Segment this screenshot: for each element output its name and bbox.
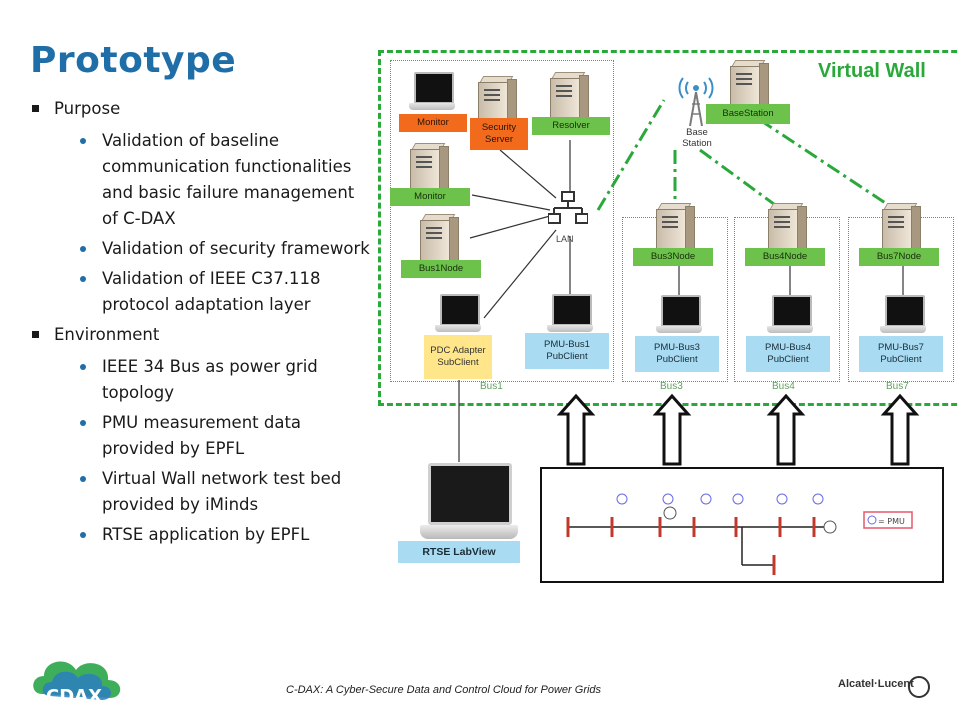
rtse-label: RTSE LabView xyxy=(398,541,520,563)
bullet-purpose-1: Validation of baseline communication fun… xyxy=(30,128,375,232)
alcatel-lucent-logo: Alcatel·Lucent xyxy=(838,678,914,690)
monitor-mid-server-icon xyxy=(410,143,449,195)
bus3node-label: Bus3Node xyxy=(633,248,713,266)
wireless-base-bus7 xyxy=(759,118,897,212)
pmu-bus7-label: PMU-Bus7 PubClient xyxy=(859,336,943,372)
bullet-environment-3: Virtual Wall network test bed provided b… xyxy=(30,466,375,518)
bus1-label: Bus1 xyxy=(480,381,503,392)
link-security-lan xyxy=(499,149,557,199)
bus7node-label: Bus7Node xyxy=(859,248,939,266)
bullet-purpose-2: Validation of security framework xyxy=(30,236,375,262)
upload-arrow-bus1 xyxy=(556,393,596,466)
bullet-environment-1: IEEE 34 Bus as power grid topology xyxy=(30,354,375,406)
bullet-environment-2: PMU measurement data provided by EPFL xyxy=(30,410,375,462)
bus3-label: Bus3 xyxy=(660,381,683,392)
bullet-environment: Environment xyxy=(30,322,375,348)
basestation-label: BaseStation xyxy=(706,104,790,124)
pmu-bus4-label: PMU-Bus4 PubClient xyxy=(746,336,830,372)
virtual-wall-label: Virtual Wall xyxy=(818,60,926,82)
link-monitor-lan xyxy=(471,194,551,211)
bullet-environment-4: RTSE application by EPFL xyxy=(30,522,375,548)
bus4node-label: Bus4Node xyxy=(745,248,825,266)
basestation-server-icon xyxy=(730,60,769,112)
wireless-base-bus4 xyxy=(699,148,783,212)
upload-arrow-bus3 xyxy=(652,393,692,466)
monitor-top-label: Monitor xyxy=(399,114,467,132)
alcatel-lucent-icon xyxy=(908,676,930,698)
footer-caption: C-DAX: A Cyber-Secure Data and Control C… xyxy=(286,684,602,696)
bullet-purpose-3: Validation of IEEE C37.118 protocol adap… xyxy=(30,266,375,318)
resolver-label: Resolver xyxy=(532,117,610,135)
bus1node-server-icon xyxy=(420,214,459,266)
grid-topology-schematic: = PMU xyxy=(566,493,913,575)
pmu-bus4-laptop-icon xyxy=(767,295,813,339)
bus4-label: Bus4 xyxy=(772,381,795,392)
bus1node-label: Bus1Node xyxy=(401,260,481,278)
grid-topology-box: = PMU xyxy=(540,467,944,583)
bus3node-server-icon xyxy=(656,203,695,255)
monitor-top-laptop-icon xyxy=(409,72,455,116)
pmu-legend-text: = PMU xyxy=(878,517,905,526)
security-server-label: Security Server xyxy=(470,118,528,150)
link-pdc-lan xyxy=(483,229,557,319)
svg-text:CDAX: CDAX xyxy=(46,686,102,707)
rtse-laptop-icon xyxy=(420,463,518,543)
upload-arrow-bus7 xyxy=(880,393,920,466)
bullet-purpose: Purpose xyxy=(30,96,375,122)
pmu-bus1-label: PMU-Bus1 PubClient xyxy=(525,333,609,369)
bus1-subnet xyxy=(390,60,614,382)
upload-arrow-bus4 xyxy=(766,393,806,466)
pdc-label: PDC Adapter SubClient xyxy=(424,335,492,379)
base-station-caption: Base Station xyxy=(682,127,712,149)
lan-switch-icon xyxy=(548,191,588,224)
page-title: Prototype xyxy=(30,40,237,81)
pmu-bus1-laptop-icon xyxy=(547,294,593,338)
antenna-icon xyxy=(678,77,714,127)
cdax-logo-icon: CDAX xyxy=(33,661,121,707)
bus7node-server-icon xyxy=(882,203,921,255)
pmu-bus7-laptop-icon xyxy=(880,295,926,339)
pmu-bus3-laptop-icon xyxy=(656,295,702,339)
pmu-bus3-label: PMU-Bus3 PubClient xyxy=(635,336,719,372)
bullet-list: Purpose Validation of baseline communica… xyxy=(30,96,375,552)
bus4node-server-icon xyxy=(768,203,807,255)
monitor-mid-label: Monitor xyxy=(390,188,470,206)
pdc-laptop-icon xyxy=(435,294,481,338)
wireless-lan-base xyxy=(596,99,666,211)
link-bus1node-lan xyxy=(469,215,551,239)
bus7-label: Bus7 xyxy=(886,381,909,392)
lan-label: LAN xyxy=(556,234,574,244)
resolver-server-icon xyxy=(550,72,589,124)
